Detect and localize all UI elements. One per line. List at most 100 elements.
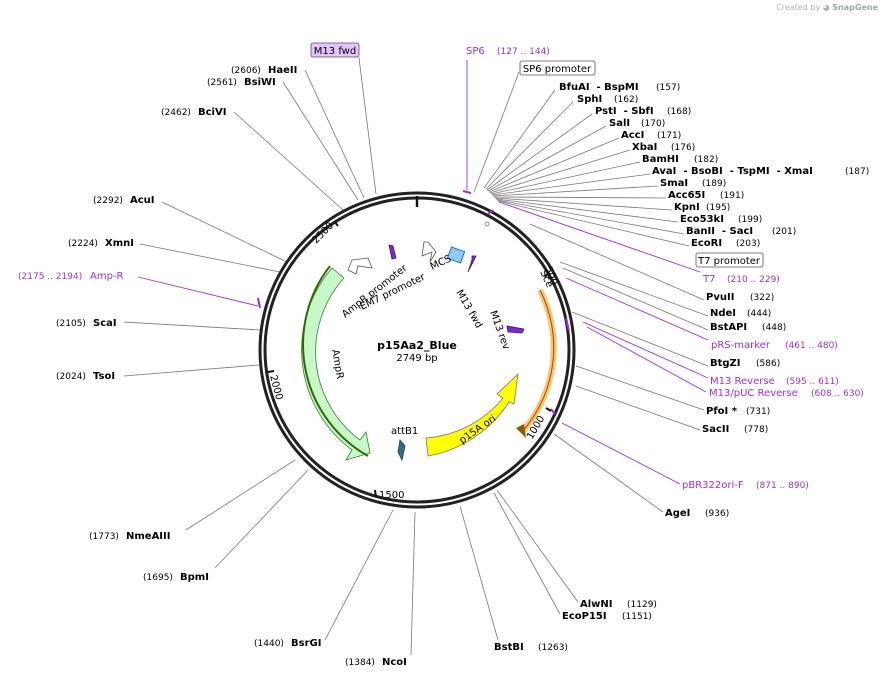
orf-feature-line [521, 289, 555, 433]
site-label[interactable]: BanII - SacI [686, 226, 753, 237]
site-label[interactable]: ScaI [93, 318, 117, 329]
site-labels-right: BfuAI - BspMI (157) SphI (162) PstI - Sb… [494, 82, 869, 653]
site-label[interactable]: PvuII [706, 292, 734, 303]
site-pos: (2224) [68, 239, 98, 249]
site-pos: (201) [772, 227, 796, 237]
ori-feature[interactable] [425, 372, 519, 457]
site-label[interactable]: BstBI [494, 642, 524, 653]
site-pos: (189) [702, 179, 726, 189]
plasmid-length: 2749 bp [396, 353, 437, 364]
attb1-feature[interactable] [397, 439, 406, 462]
primer-label[interactable]: M13/pUC Reverse [709, 388, 798, 399]
site-label[interactable]: SalI [609, 118, 630, 129]
site-labels-left: (1384) NcoI (1440) BsrGI (1695) BpmI (17… [56, 65, 407, 668]
attb1-label: attB1 [391, 426, 418, 437]
site-pos: (444) [747, 309, 771, 319]
site-label[interactable]: SmaI [660, 178, 688, 189]
site-pos: (203) [736, 239, 760, 249]
site-pos: (2462) [161, 108, 191, 118]
ampr-promoter-arrow[interactable] [347, 257, 373, 275]
site-pos: (195) [706, 203, 730, 213]
primer-pos: (210 .. 229) [727, 275, 780, 285]
site-pos: (191) [720, 191, 744, 201]
site-label[interactable]: XmnI [105, 238, 134, 249]
site-label[interactable]: NmeAIII [126, 531, 170, 542]
site-pos: (1263) [538, 643, 568, 653]
site-label[interactable]: Acc65I [668, 190, 705, 201]
site-pos: (2105) [56, 319, 86, 329]
orf-arrowhead [516, 424, 526, 438]
ampr-feature-outline [302, 265, 369, 457]
m13-fwd-box-label[interactable]: M13 fwd [314, 46, 356, 57]
site-label[interactable]: NcoI [382, 657, 407, 668]
site-label[interactable]: KpnI [674, 202, 700, 213]
site-pos: (2024) [56, 372, 86, 382]
site-pos: (778) [744, 425, 768, 435]
primer-label[interactable]: Amp-R [90, 271, 124, 282]
site-pos: (1129) [627, 600, 657, 610]
primer-pos: (608 .. 630) [811, 389, 864, 399]
site-label[interactable]: EcoP15I [562, 611, 607, 622]
site-pos: (187) [845, 167, 869, 177]
primer-label[interactable]: T7 [702, 274, 715, 285]
em7-promoter-arrow[interactable] [421, 241, 437, 263]
site-pos: (2561) [207, 78, 237, 88]
site-label[interactable]: PfoI * [706, 406, 738, 417]
site-pos: (170) [641, 119, 665, 129]
scale-ticks [267, 220, 552, 498]
site-label[interactable]: BstAPI [710, 322, 747, 333]
primer-pos: (127 .. 144) [497, 47, 550, 57]
site-label[interactable]: BpmI [180, 572, 209, 583]
site-label[interactable]: AcuI [130, 195, 155, 206]
site-pos: (586) [756, 359, 780, 369]
backbone-outer [258, 191, 576, 509]
site-label[interactable]: NdeI [710, 308, 736, 319]
primer-pos: (595 .. 611) [786, 377, 839, 387]
primer-labels: SP6 (127 .. 144) T7 (210 .. 229) pRS-mar… [18, 46, 864, 491]
m13-rev-feature[interactable] [506, 325, 525, 334]
primer-label[interactable]: pBR322ori-F [682, 480, 744, 491]
site-pos: (448) [762, 323, 786, 333]
site-pos: (162) [614, 95, 638, 105]
site-label[interactable]: EcoRI [691, 238, 722, 249]
site-label[interactable]: BamHI [642, 154, 679, 165]
site-label[interactable]: XbaI [632, 142, 657, 153]
site-label[interactable]: AgeI [665, 508, 690, 519]
site-pos: (199) [738, 215, 762, 225]
t7-promoter-label[interactable]: T7 promoter [697, 256, 761, 267]
mcs-feature[interactable] [446, 246, 466, 264]
sp6-promoter-box [519, 60, 596, 76]
site-label[interactable]: TsoI [93, 371, 115, 382]
m13-fwd-box [310, 42, 360, 58]
site-label[interactable]: BciVI [198, 107, 226, 118]
site-label[interactable]: BsiWI [244, 77, 276, 88]
site-label[interactable]: BfuAI - BspMI [559, 82, 639, 93]
site-pos: (1773) [89, 532, 119, 542]
site-label[interactable]: AccI [621, 130, 644, 141]
credit-label: Created by ◕ SnapGene [776, 3, 878, 12]
site-label[interactable]: PstI - SbfI [595, 106, 654, 117]
primer-pos: (2175 .. 2194) [18, 272, 82, 282]
site-label[interactable]: AlwNI [580, 599, 613, 610]
tick-label-1500: 1500 [379, 490, 404, 501]
primer-label[interactable]: M13 Reverse [710, 376, 775, 387]
primer-label[interactable]: pRS-marker [711, 340, 771, 351]
m13-fwd-feature[interactable] [467, 255, 477, 273]
t7-promoter-box [695, 252, 764, 268]
site-label[interactable]: AvaI - BsoBI - TspMI - XmaI [652, 166, 813, 177]
primer-label[interactable]: SP6 [466, 46, 485, 57]
mcs-marker [484, 221, 490, 227]
ampr-label: AmpR [329, 349, 345, 380]
m13-fwd-feature-label: M13 fwd [453, 288, 484, 330]
site-label[interactable]: BtgZI [710, 358, 741, 369]
site-label[interactable]: SacII [702, 424, 729, 435]
site-label[interactable]: SphI [577, 94, 602, 105]
site-label[interactable]: BsrGI [291, 638, 321, 649]
m13-fwd-left-feature[interactable] [388, 244, 397, 260]
primer-pos: (461 .. 480) [785, 341, 838, 351]
site-label[interactable]: HaeII [268, 65, 297, 76]
sp6-promoter-label[interactable]: SP6 promoter [523, 64, 592, 75]
site-pos: (176) [671, 143, 695, 153]
site-label[interactable]: Eco53kI [680, 214, 724, 225]
